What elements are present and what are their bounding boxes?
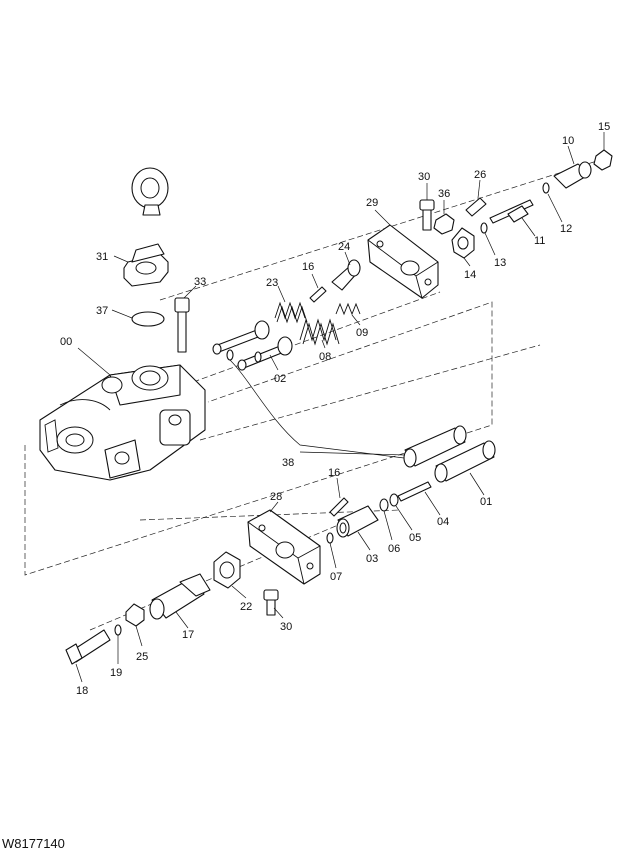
callout-03: 03 — [366, 553, 378, 565]
part-07-o-ring — [326, 532, 337, 569]
callout-02: 02 — [274, 373, 286, 385]
part-14-nut — [451, 227, 475, 267]
callout-13: 13 — [494, 257, 506, 269]
part-02-spool — [212, 320, 293, 371]
part-28-cover-plate — [247, 501, 321, 585]
part-30-bolt-bottom — [263, 589, 284, 619]
part-08-spring — [299, 318, 340, 349]
callout-29: 29 — [366, 197, 378, 209]
callout-16: 16 — [328, 467, 340, 479]
callout-23: 23 — [266, 277, 278, 289]
callout-26: 26 — [474, 169, 486, 181]
part-03-seat — [336, 505, 379, 551]
part-19-o-ring — [114, 624, 122, 664]
part-23-spring — [274, 285, 308, 324]
part-15-nut — [593, 132, 613, 171]
callout-09: 09 — [356, 327, 368, 339]
callout-18: 18 — [76, 685, 88, 697]
callout-16: 16 — [302, 261, 314, 273]
part-26-sleeve — [465, 179, 487, 217]
drawing-code: W8177140 — [2, 836, 65, 851]
callout-31: 31 — [96, 251, 108, 263]
part-09-spring — [335, 302, 361, 326]
callout-04: 04 — [437, 516, 449, 528]
callout-07: 07 — [330, 571, 342, 583]
part-eye-bolt — [131, 167, 169, 216]
part-18-screw — [65, 629, 111, 683]
part-11-screw — [489, 199, 536, 237]
callout-12: 12 — [560, 223, 572, 235]
callout-00: 00 — [60, 336, 72, 348]
callout-08: 08 — [319, 351, 331, 363]
callout-24: 24 — [338, 241, 350, 253]
callout-19: 19 — [110, 667, 122, 679]
part-06-ring — [379, 498, 393, 541]
part-05-washer — [389, 493, 413, 531]
callout-05: 05 — [409, 532, 421, 544]
callout-17: 17 — [182, 629, 194, 641]
callout-labels: 00 01 02 03 04 05 06 07 08 09 10 11 12 1… — [60, 121, 610, 697]
part-04-rod — [397, 481, 441, 516]
part-24-poppet — [331, 251, 361, 291]
part-00-valve-body — [39, 347, 206, 481]
part-22-nut — [213, 551, 247, 599]
callout-22: 22 — [240, 601, 252, 613]
part-30-bolt-top — [419, 183, 435, 231]
callout-14: 14 — [464, 269, 476, 281]
part-13-o-ring — [480, 222, 496, 256]
part-25-nut — [125, 603, 145, 647]
callout-30: 30 — [418, 171, 430, 183]
part-01-spool — [434, 440, 496, 496]
callout-11: 11 — [534, 235, 545, 247]
callout-01: 01 — [480, 496, 492, 508]
part-29-cover-plate — [367, 209, 439, 299]
callout-33: 33 — [194, 276, 206, 288]
callout-36: 36 — [438, 188, 450, 200]
callout-30: 30 — [280, 621, 292, 633]
part-36-nut — [433, 200, 455, 235]
callout-37: 37 — [96, 305, 108, 317]
callout-28: 28 — [270, 491, 282, 503]
callout-06: 06 — [388, 543, 400, 555]
callout-15: 15 — [598, 121, 610, 133]
callout-38: 38 — [282, 457, 294, 469]
part-16-plunger-bottom — [329, 477, 349, 517]
part-33-bolt — [174, 285, 197, 353]
part-17-relief-valve — [149, 573, 211, 629]
callout-25: 25 — [136, 651, 148, 663]
part-38-sleeve — [299, 425, 467, 468]
part-37-o-ring — [111, 309, 165, 327]
part-16-plunger-top — [309, 273, 327, 303]
part-12-o-ring — [542, 182, 563, 223]
part-10-cap — [553, 145, 592, 189]
callout-10: 10 — [562, 135, 574, 147]
part-31-plug — [113, 243, 169, 287]
